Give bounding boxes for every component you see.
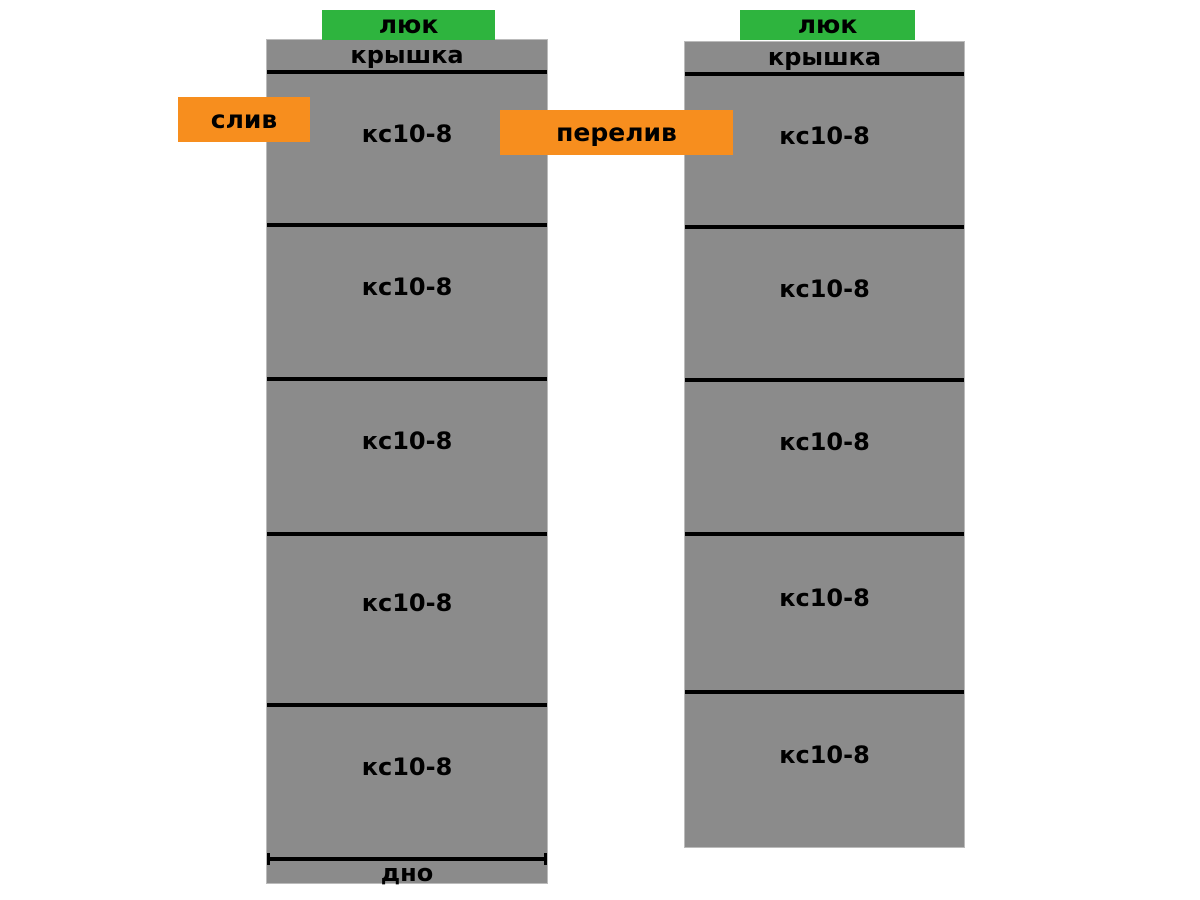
left-ring-section-4: кс10-8 — [267, 532, 547, 703]
left-ring-section-2: кс10-8 — [267, 223, 547, 377]
ring-label: кс10-8 — [779, 121, 870, 150]
ring-label: кс10-8 — [361, 753, 453, 781]
right-ring-section-4: кс10-8 — [685, 532, 964, 690]
drain-label: слив — [178, 97, 310, 142]
left-hatch-label: люк — [322, 10, 495, 40]
right-ring-section-3: кс10-8 — [685, 378, 964, 532]
right-hatch-label: люк — [740, 10, 915, 40]
overflow-label: перелив — [500, 110, 733, 155]
left-ring-section-3: кс10-8 — [267, 377, 547, 532]
ring-label: кс10-8 — [779, 274, 870, 303]
ring-label: кс10-8 — [361, 273, 453, 301]
right-cover-label: крышка — [767, 43, 882, 71]
left-cover-label: крышка — [350, 41, 464, 69]
right-tank-column: крышка кс10-8 кс10-8 кс10-8 кс10-8 кс10-… — [685, 42, 964, 847]
left-ring-section-1: кс10-8 — [267, 70, 547, 223]
bottom-label: дно — [380, 859, 434, 887]
ring-label: кс10-8 — [779, 741, 870, 770]
right-ring-section-5: кс10-8 — [685, 690, 964, 847]
ring-label: кс10-8 — [779, 583, 870, 612]
ring-label: кс10-8 — [361, 119, 453, 148]
right-ring-section-1: кс10-8 — [685, 72, 964, 225]
ring-label: кс10-8 — [361, 588, 453, 617]
left-bottom-cap: дно — [267, 853, 547, 885]
left-tank-column: крышка кс10-8 кс10-8 кс10-8 кс10-8 кс10-… — [267, 40, 547, 885]
ring-label: кс10-8 — [779, 428, 870, 456]
right-ring-section-2: кс10-8 — [685, 225, 964, 378]
left-ring-section-5: кс10-8 — [267, 703, 547, 857]
ring-label: кс10-8 — [361, 427, 453, 456]
